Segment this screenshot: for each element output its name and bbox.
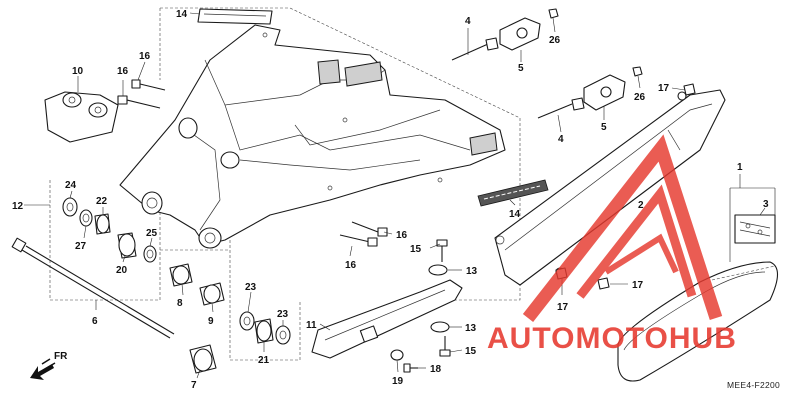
bolt-17-right bbox=[597, 277, 610, 290]
bearing-22 bbox=[94, 213, 111, 235]
callout-10: 10 bbox=[72, 66, 84, 77]
callout-1: 1 bbox=[737, 162, 743, 173]
front-indicator-label: FR bbox=[54, 351, 68, 362]
callout-15-lower: 15 bbox=[465, 346, 477, 357]
callout-17-right: 17 bbox=[632, 280, 644, 291]
pivot-bolt-6 bbox=[11, 237, 175, 339]
screw-18 bbox=[403, 363, 418, 373]
callout-14-lower: 14 bbox=[509, 209, 521, 220]
callout-16-left: 16 bbox=[117, 66, 129, 77]
callout-9: 9 bbox=[208, 316, 214, 327]
bolt-17-top bbox=[683, 83, 696, 96]
bearing-27 bbox=[79, 209, 93, 227]
callout-16-right: 16 bbox=[396, 230, 408, 241]
bearing-21 bbox=[254, 318, 274, 344]
group-box-pivot-parts bbox=[49, 180, 301, 361]
adjuster-bolt-4-lower bbox=[537, 97, 585, 119]
callout-4-lower: 4 bbox=[558, 134, 564, 145]
front-indicator: FR bbox=[30, 351, 68, 380]
washer-13-upper bbox=[428, 264, 448, 276]
bolt-15-upper bbox=[436, 239, 448, 262]
chain-adjuster-5-upper bbox=[499, 17, 541, 51]
adjuster-bolt-4-upper bbox=[451, 37, 499, 61]
callout-13-upper: 13 bbox=[466, 266, 478, 277]
callout-17-left: 17 bbox=[557, 302, 569, 313]
leader-lines bbox=[24, 12, 766, 379]
watermark-logo bbox=[522, 134, 723, 323]
group-bracket-1 bbox=[729, 187, 776, 262]
pivot-plate bbox=[44, 91, 119, 143]
callout-3: 3 bbox=[763, 199, 769, 210]
collar-8 bbox=[169, 263, 193, 287]
callout-23-right: 23 bbox=[277, 309, 289, 320]
callout-24: 24 bbox=[65, 180, 77, 191]
chain-adjuster-5-lower bbox=[583, 74, 626, 111]
callout-15-upper: 15 bbox=[410, 244, 422, 255]
nut-26-upper bbox=[548, 8, 559, 19]
callout-23-left: 23 bbox=[245, 282, 257, 293]
callout-2: 2 bbox=[638, 200, 644, 211]
chain-slider bbox=[311, 279, 463, 359]
watermark: AUTOMOTOHUB bbox=[487, 322, 737, 355]
chain-joint-kit bbox=[734, 214, 776, 244]
callout-25: 25 bbox=[146, 228, 158, 239]
callout-6: 6 bbox=[92, 316, 98, 327]
decal-strip-top bbox=[197, 8, 273, 25]
callout-5-upper: 5 bbox=[518, 63, 524, 74]
callout-26-upper: 26 bbox=[549, 35, 561, 46]
collar-7 bbox=[189, 344, 217, 374]
callout-11: 11 bbox=[306, 320, 317, 331]
seal-24 bbox=[62, 197, 78, 217]
callout-16-upper: 16 bbox=[139, 51, 151, 62]
collar-20 bbox=[117, 232, 137, 259]
callout-17-top: 17 bbox=[658, 83, 670, 94]
callout-labels: 14 10 16 16 4 5 26 4 5 26 17 1 3 2 12 24… bbox=[12, 9, 769, 391]
callout-14-top: 14 bbox=[176, 9, 188, 20]
reference-code: MEE4-F2200 bbox=[727, 380, 780, 390]
bolt-15-lower bbox=[439, 336, 451, 357]
collar-9 bbox=[199, 282, 225, 306]
callout-12: 12 bbox=[12, 201, 24, 212]
callout-16-lower: 16 bbox=[345, 260, 357, 271]
callout-13-lower: 13 bbox=[465, 323, 477, 334]
decal-strip-bottom bbox=[477, 179, 549, 207]
callout-4-upper: 4 bbox=[465, 16, 471, 27]
nut-26-lower bbox=[632, 66, 643, 77]
watermark-text: AUTOMOTOHUB bbox=[487, 322, 737, 355]
callout-7: 7 bbox=[191, 380, 197, 391]
callout-26-lower: 26 bbox=[634, 92, 646, 103]
callout-18: 18 bbox=[430, 364, 442, 375]
group-box-frame bbox=[159, 7, 521, 301]
callout-21: 21 bbox=[258, 355, 270, 366]
bolt-16-upper bbox=[117, 79, 166, 109]
swingarm-frame bbox=[119, 24, 506, 249]
bolt-16-lower bbox=[339, 221, 388, 247]
seal-23-right bbox=[275, 325, 291, 345]
callout-22: 22 bbox=[96, 196, 108, 207]
seal-23-left bbox=[239, 311, 255, 331]
callout-20: 20 bbox=[116, 265, 128, 276]
collar-19 bbox=[390, 349, 404, 361]
seal-25 bbox=[143, 245, 157, 263]
callout-27: 27 bbox=[75, 241, 87, 252]
callout-5-lower: 5 bbox=[601, 122, 607, 133]
callout-19: 19 bbox=[392, 376, 404, 387]
washer-13-lower bbox=[430, 321, 450, 333]
callout-8: 8 bbox=[177, 298, 183, 309]
